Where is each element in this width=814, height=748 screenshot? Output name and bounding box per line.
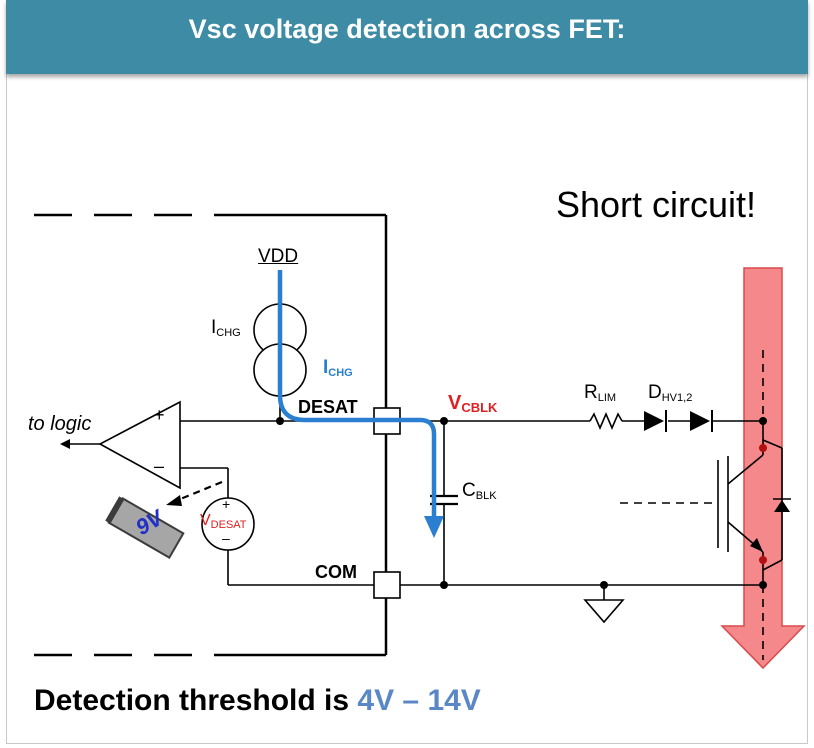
vcblk-label: VCBLK [448, 392, 498, 415]
igbt-emitter-arrow [750, 538, 763, 552]
charge-current-path [277, 270, 444, 538]
short-circuit-callout: Short circuit! [556, 184, 757, 225]
vdesat-source-icon [201, 497, 255, 551]
diode-icon [644, 410, 713, 432]
desat-label: DESAT [298, 397, 358, 417]
to-logic-arrowhead [60, 439, 70, 449]
resistor-icon [589, 411, 623, 431]
vdesat-minus-sign: – [222, 530, 230, 546]
vdesat-plus-sign: + [222, 496, 231, 512]
comparator-minus-sign: – [154, 456, 165, 476]
junction-dots-igbt [759, 444, 767, 564]
comparator-plus-sign: + [154, 405, 165, 425]
ichg-label: ICHG [211, 317, 241, 339]
com-pin [373, 571, 401, 599]
dhv-label: DHV1,2 [648, 382, 693, 404]
freewheel-diode-icon [773, 498, 791, 512]
9v-badge [105, 496, 185, 559]
slide-frame [6, 0, 808, 744]
ground-icon [583, 599, 625, 624]
comparator-icon [98, 400, 181, 490]
rlim-label: RLIM [584, 382, 617, 404]
vdd-label: VDD [258, 246, 299, 267]
detection-threshold-text: Detection threshold is 4V – 14V [34, 684, 481, 717]
vdesat-label: VDESAT [200, 512, 247, 531]
junction-dots [276, 417, 767, 589]
cblk-label: CBLK [462, 480, 497, 502]
com-label: COM [315, 562, 357, 582]
title-bar: Vsc voltage detection across FET: [6, 0, 808, 74]
ichg-flow-label: ICHG [323, 357, 353, 379]
slide-title: Vsc voltage detection across FET: [188, 14, 626, 44]
short-circuit-arrow [720, 267, 806, 670]
to-logic-label: to logic [28, 413, 92, 435]
threshold-pointer [166, 480, 223, 506]
threshold-range: 4V – 14V [357, 684, 481, 717]
